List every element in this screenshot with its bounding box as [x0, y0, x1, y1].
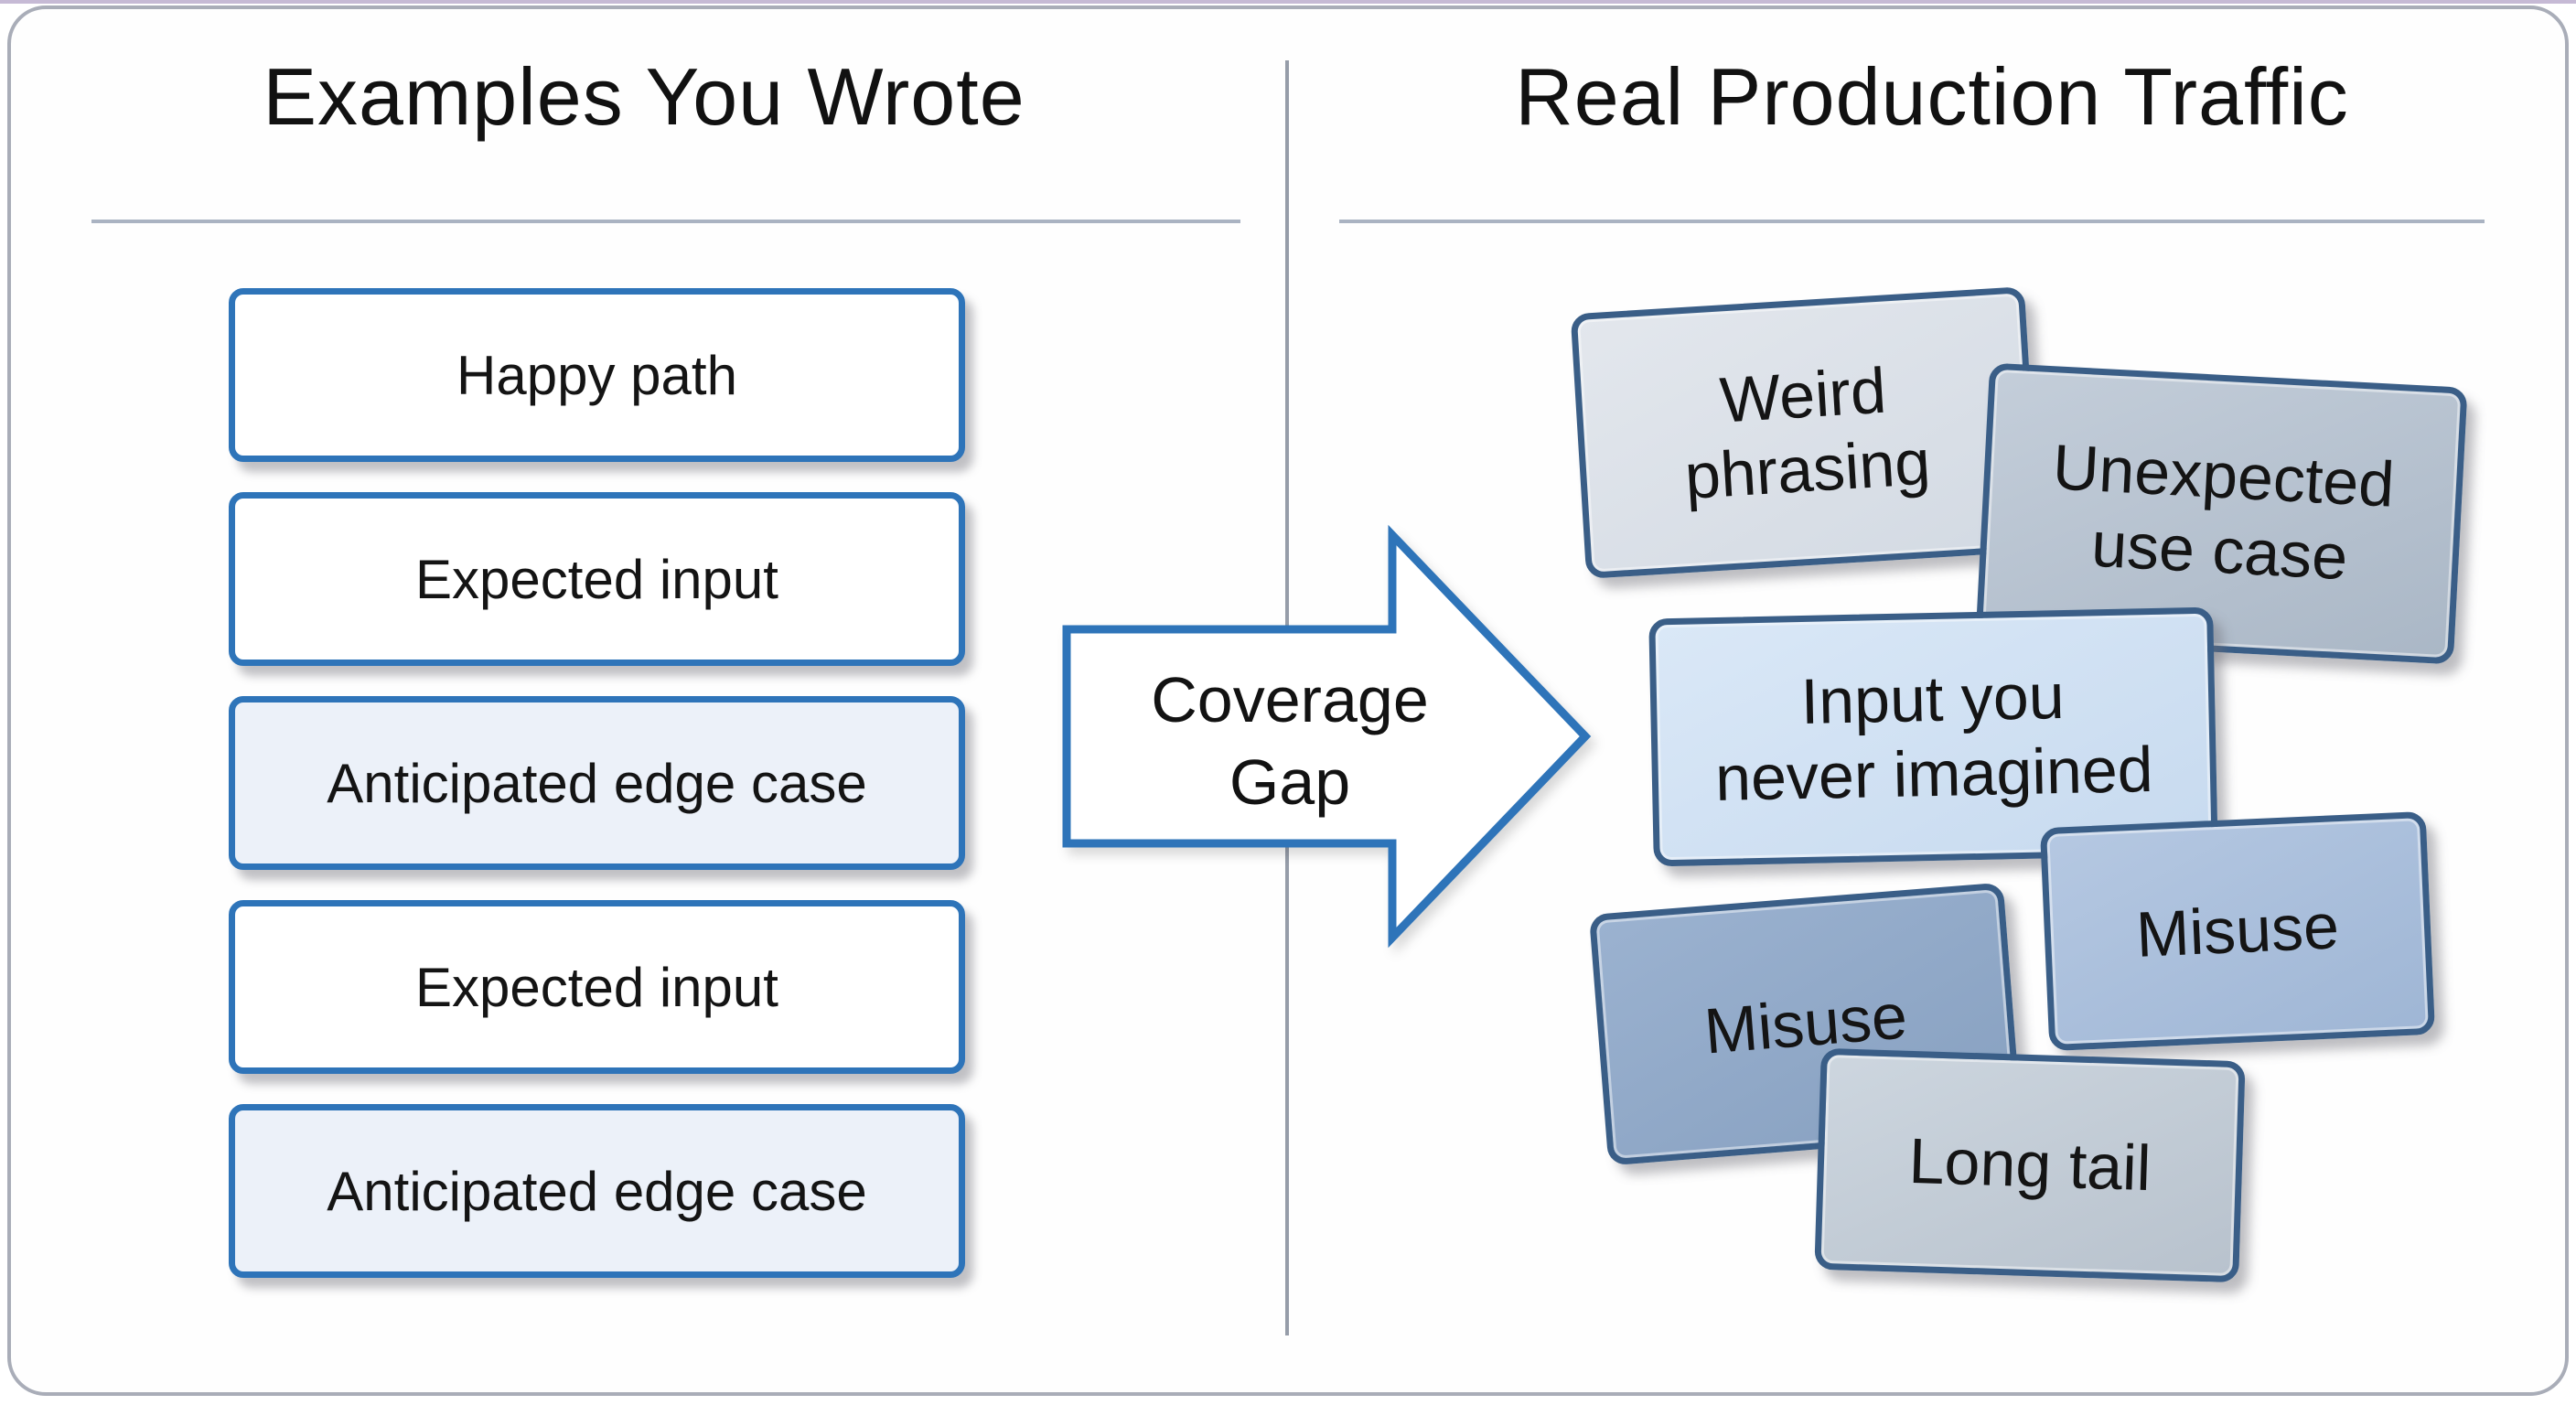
example-box-label: Expected input: [415, 956, 778, 1018]
traffic-box-label-line: Misuse: [2134, 890, 2341, 971]
right-panel-title: Real Production Traffic: [1515, 51, 2349, 142]
example-box-label: Happy path: [456, 344, 737, 406]
example-box-anticipated-edge-case-2: Anticipated edge case: [229, 1104, 965, 1278]
coverage-gap-label-line1: Coverage: [1151, 664, 1429, 735]
coverage-gap-arrow-icon: [1062, 524, 1592, 949]
traffic-box-label-line: use case: [2089, 508, 2350, 593]
traffic-box-weird-phrasing: Weird phrasing: [1570, 286, 2041, 579]
example-box-happy-path: Happy path: [229, 288, 965, 462]
example-box-anticipated-edge-case-1: Anticipated edge case: [229, 696, 965, 870]
top-edge-line: [0, 0, 2576, 4]
traffic-box-misuse-right: Misuse: [2039, 810, 2436, 1052]
left-panel-title: Examples You Wrote: [263, 51, 1025, 142]
example-box-expected-input-2: Expected input: [229, 900, 965, 1074]
traffic-box-label-line: Weird: [1718, 354, 1888, 436]
traffic-box-label-line: Input you: [1799, 660, 2066, 738]
traffic-box-label-line: never imagined: [1714, 733, 2154, 814]
example-box-label: Anticipated edge case: [327, 1160, 867, 1222]
example-box-label: Expected input: [415, 548, 778, 610]
coverage-gap-label: Coverage Gap: [1052, 659, 1528, 823]
right-title-underline: [1339, 220, 2485, 223]
traffic-box-label-line: phrasing: [1682, 425, 1933, 513]
traffic-box-long-tail: Long tail: [1814, 1047, 2246, 1283]
example-box-expected-input-1: Expected input: [229, 492, 965, 666]
left-title-underline: [91, 220, 1240, 223]
coverage-gap-label-line2: Gap: [1229, 746, 1351, 818]
example-box-label: Anticipated edge case: [327, 752, 867, 814]
traffic-box-label-line: Long tail: [1907, 1125, 2152, 1205]
